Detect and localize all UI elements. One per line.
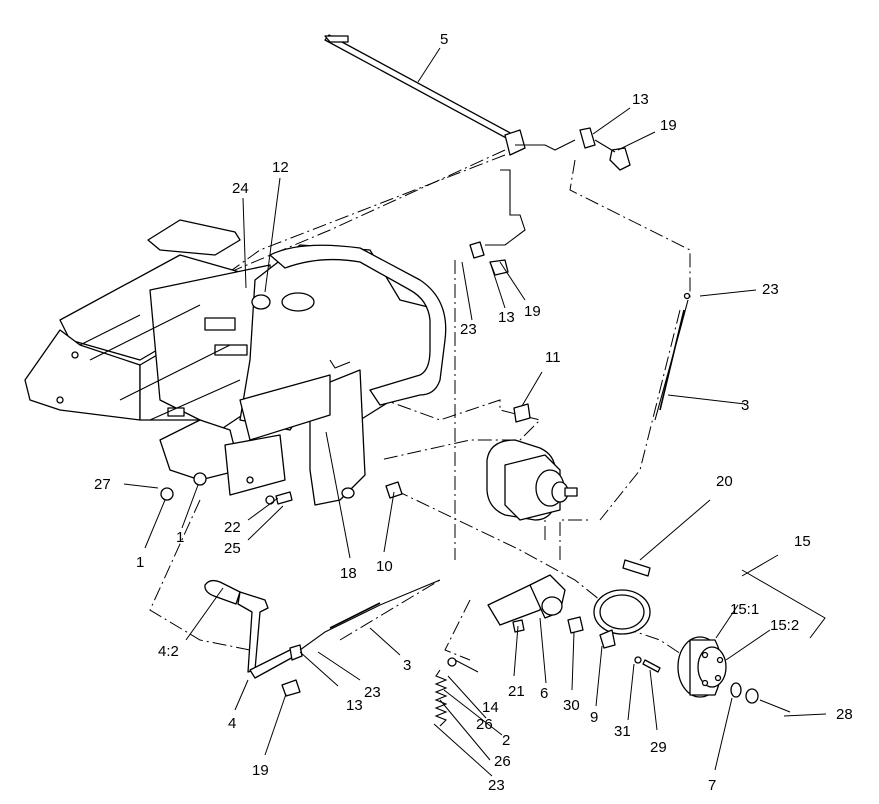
callout-26-a: 26: [476, 716, 493, 733]
part-15-hub: [677, 636, 791, 713]
callout-labels: 5 13 19 24 12 23 13 19 23 11 3 27 1 1 22…: [94, 31, 853, 794]
callout-9: 9: [590, 709, 598, 726]
callout-4: 4: [228, 715, 236, 732]
callout-13-top: 13: [632, 91, 649, 108]
clip-mid: [469, 241, 509, 276]
callout-18: 18: [340, 565, 357, 582]
callout-19-mid: 19: [524, 303, 541, 320]
part-2-spring: [434, 657, 457, 727]
callout-3-lower: 3: [403, 657, 411, 674]
hardware-left: [160, 403, 531, 505]
leader-lines: [123, 47, 827, 777]
part-brake-arm: [487, 574, 584, 634]
callout-29: 29: [650, 739, 667, 756]
callout-28: 28: [836, 706, 853, 723]
callout-19-top: 19: [660, 117, 677, 134]
callout-3-right: 3: [741, 397, 749, 414]
callout-1-a: 1: [136, 554, 144, 571]
part-3-cable-right: [654, 292, 691, 421]
callout-14: 14: [482, 699, 499, 716]
callout-24: 24: [232, 180, 249, 197]
callout-10: 10: [376, 558, 393, 575]
callout-11: 11: [545, 349, 561, 366]
part-4-handle: [204, 579, 301, 697]
callout-2: 2: [502, 732, 510, 749]
callout-23-mid: 23: [460, 321, 477, 338]
part-motor: [486, 439, 578, 521]
callout-23-lower: 23: [364, 684, 381, 701]
callout-19-lower: 19: [252, 762, 269, 779]
callout-12: 12: [272, 159, 289, 176]
callout-21: 21: [508, 683, 525, 700]
callout-5: 5: [440, 31, 448, 48]
callout-13-lower: 13: [346, 697, 363, 714]
part-3-cable-lower: [289, 579, 441, 661]
callout-26-b: 26: [494, 753, 511, 770]
clip-top-right: [579, 127, 631, 171]
callout-31: 31: [614, 723, 631, 740]
callout-13-mid: 13: [498, 309, 515, 326]
callout-22: 22: [224, 519, 241, 536]
callout-1-b: 1: [176, 529, 184, 546]
callout-15: 15: [794, 533, 811, 550]
part-5-rod: [324, 34, 576, 246]
callout-15-1: 15:1: [730, 601, 759, 618]
part-frame-chassis: [24, 219, 447, 506]
callout-15-2: 15:2: [770, 617, 799, 634]
callout-25: 25: [224, 540, 241, 557]
callout-23-right: 23: [762, 281, 779, 298]
part-9-brake-band: [593, 589, 661, 673]
callout-4-2: 4:2: [158, 643, 179, 660]
callout-30: 30: [563, 697, 580, 714]
callout-27: 27: [94, 476, 111, 493]
callout-7: 7: [708, 777, 716, 794]
callout-20: 20: [716, 473, 733, 490]
callout-23-bottom: 23: [488, 777, 505, 794]
part-20-bolt: [622, 559, 651, 577]
callout-6: 6: [540, 685, 548, 702]
